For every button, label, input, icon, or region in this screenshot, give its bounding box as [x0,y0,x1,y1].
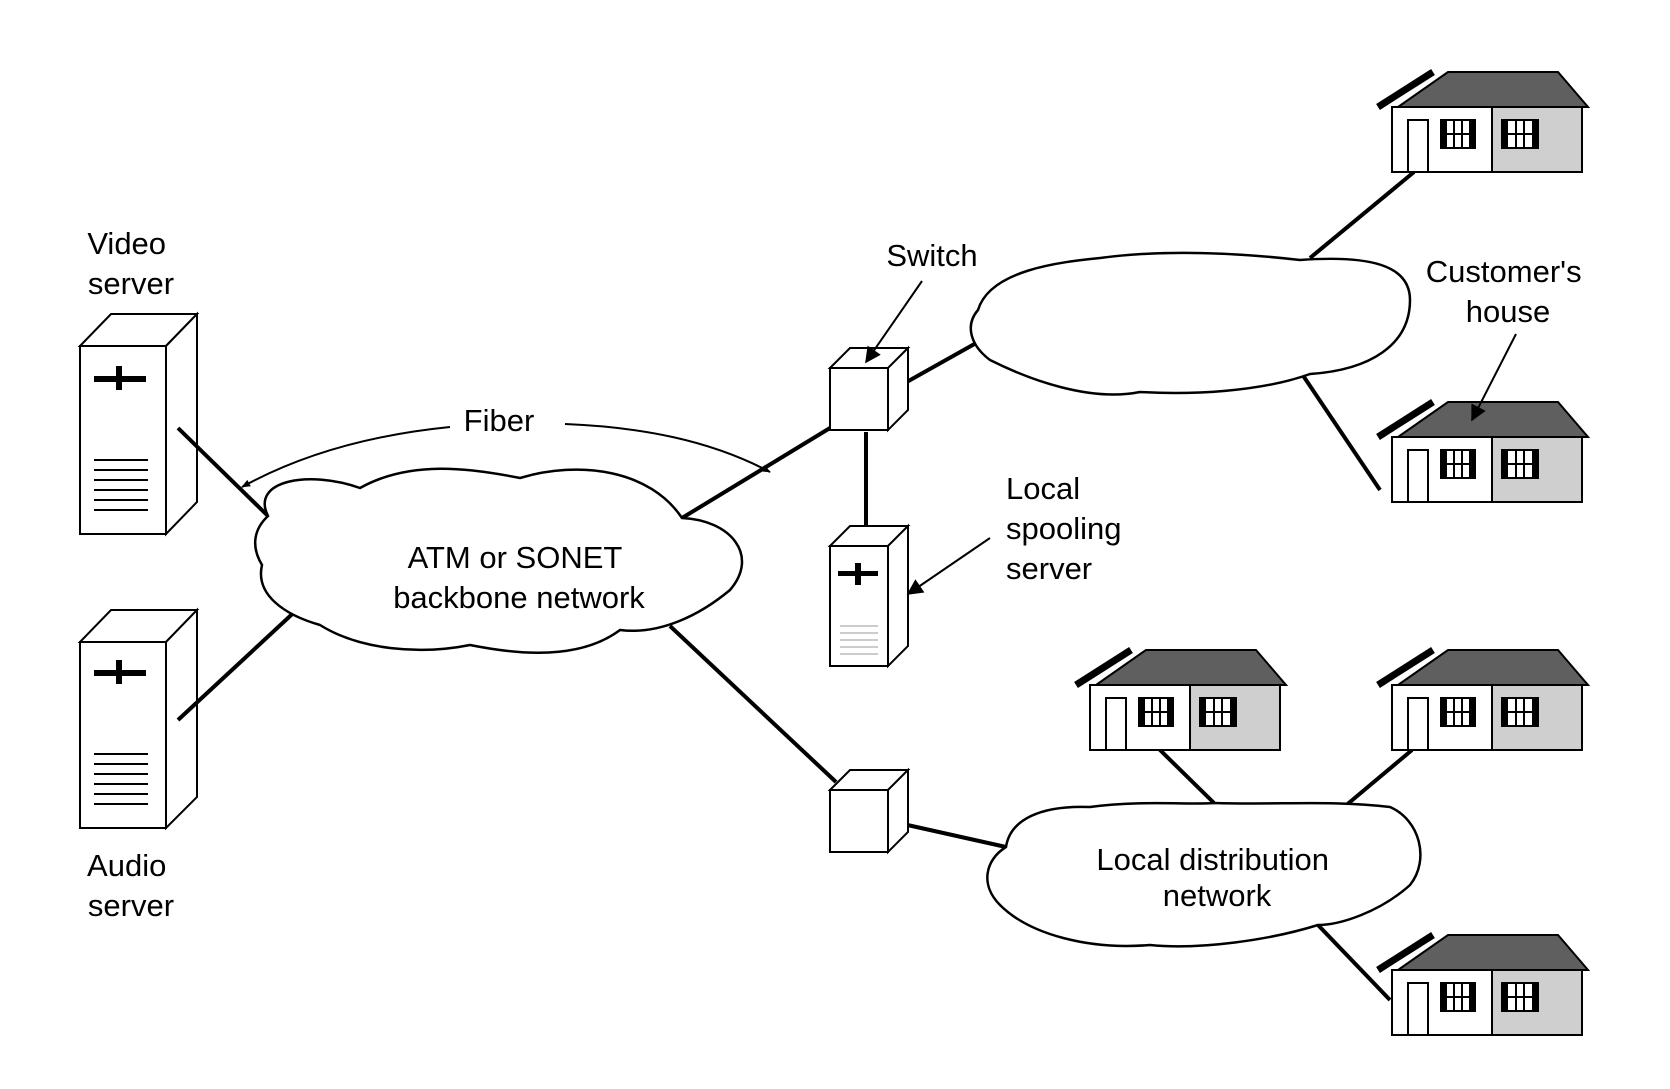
fiber-arrow-left [241,426,451,488]
local-distribution-network-label: Local distribution network [1096,842,1337,913]
upper-switch-icon [829,347,909,431]
backbone-network-label: ATM or SONET backbone network [393,540,645,615]
backbone-network-cloud [253,467,744,654]
local-spooling-server-icon [827,523,911,669]
switch-label: Switch [886,238,977,273]
upper-local-distribution-cloud [969,251,1412,396]
house-icon [1378,935,1588,1035]
house-icon [1378,72,1588,172]
house-icon [1378,650,1588,750]
customers-house-label: Customer's house [1426,254,1590,329]
local-distribution-network-cloud [986,801,1422,948]
audio-server-icon [77,607,200,831]
switch-pointer-arrow [865,280,923,364]
video-server-icon [77,311,200,537]
house-icon [1076,650,1286,750]
customers-house-pointer-arrow [1471,333,1517,422]
fiber-label: Fiber [464,403,535,438]
network-links [176,170,1416,1002]
audio-server-label: Audio server [87,848,175,923]
fiber-arrow-right [564,423,771,473]
video-server-label: Video server [87,226,174,301]
lower-switch-icon [829,769,909,853]
customers-house-icon [1378,402,1588,502]
local-spooling-server-label: Local spooling server [1006,471,1130,586]
spooling-pointer-arrow [906,537,991,595]
